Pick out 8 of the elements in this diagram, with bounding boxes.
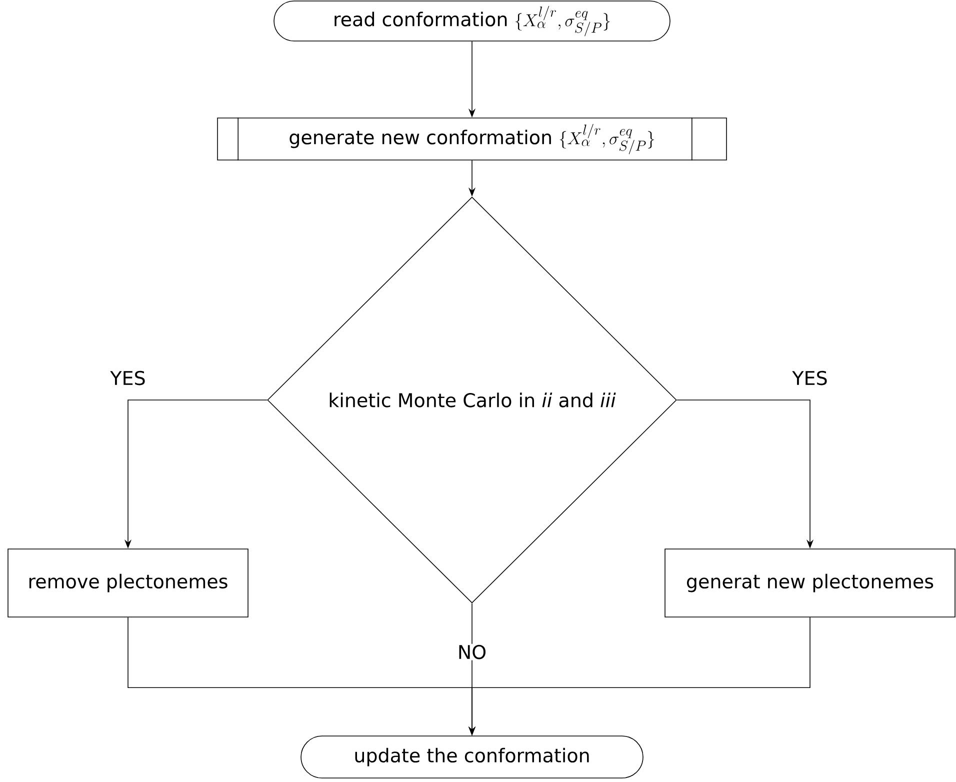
edge-label: YES xyxy=(109,370,147,386)
process-box: remove plectonemes xyxy=(8,548,248,618)
process-box: generat new plectonemes xyxy=(664,548,956,618)
edge-label: YES xyxy=(791,370,829,386)
subroutine-box: generate new conformation $\{X_\alpha^{l/r},\sigma^{eq}_{S/P}\}$ xyxy=(217,117,727,161)
terminal-box: read conformation $\{X_\alpha^{l/r},\sigma^{eq}_{S/P}\}$ xyxy=(274,0,670,42)
terminal-box: update the conformation xyxy=(300,736,644,778)
edge-label: NO xyxy=(456,644,488,660)
